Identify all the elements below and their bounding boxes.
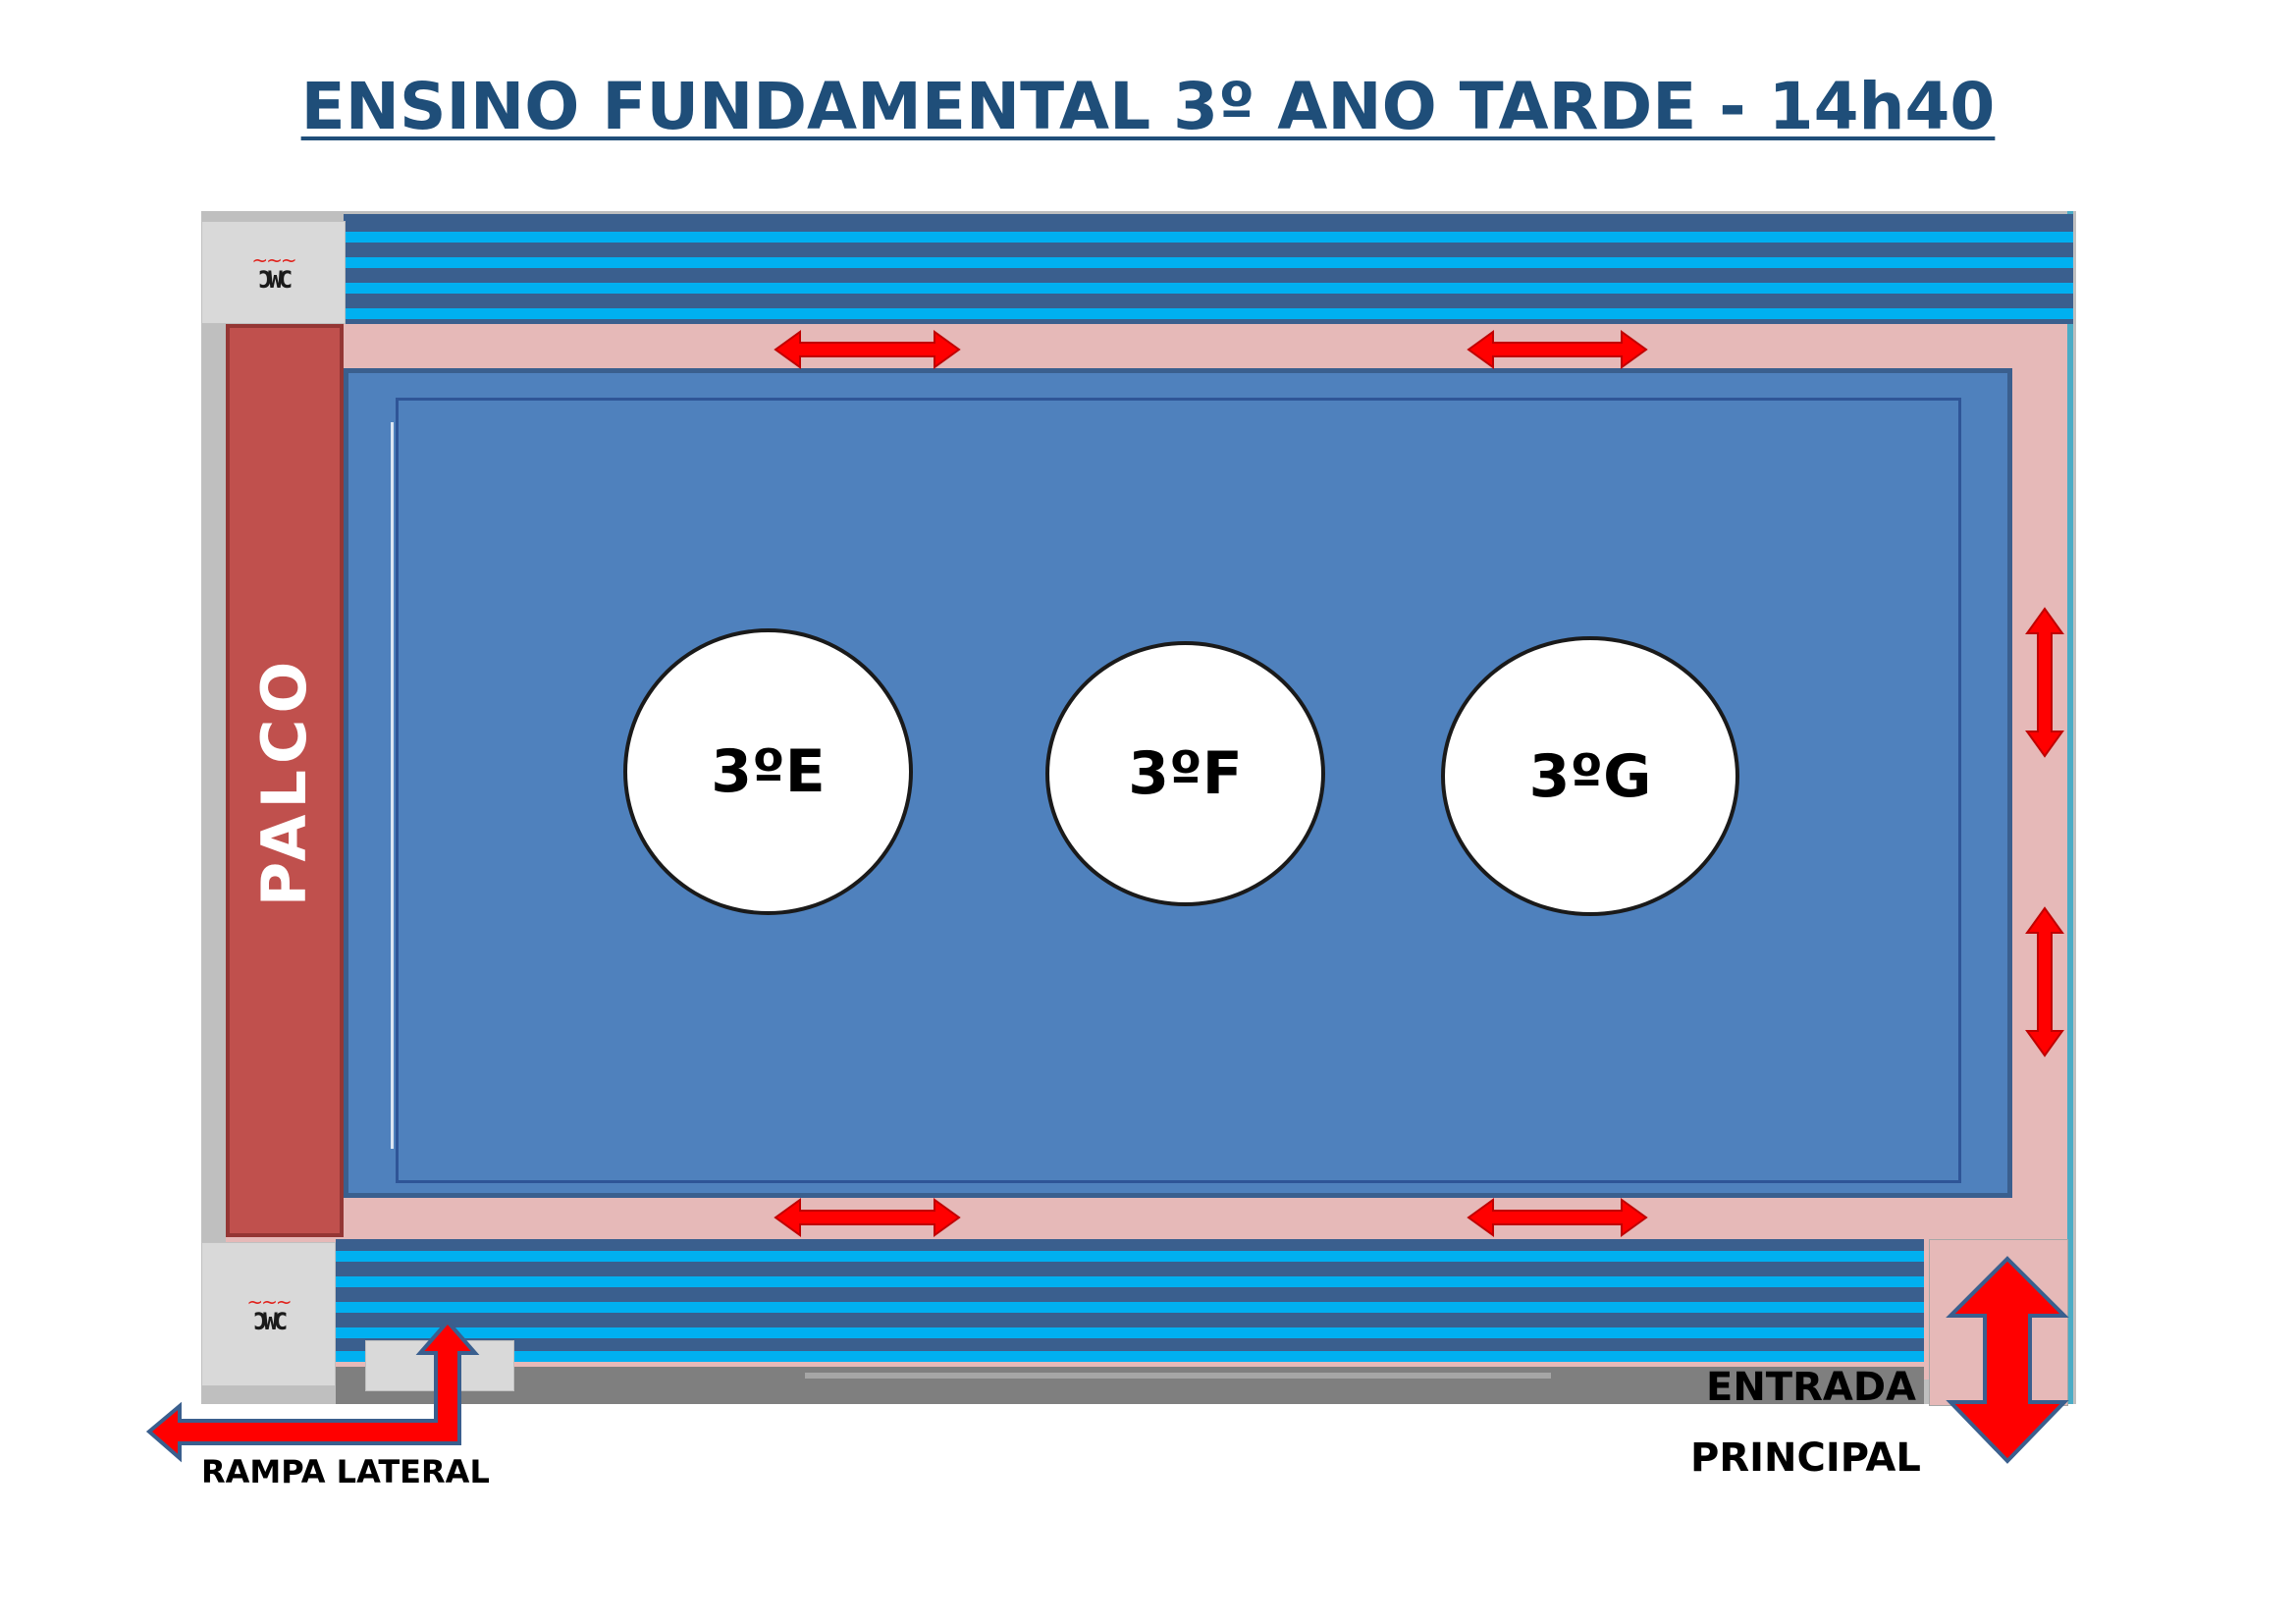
- double-arrow-icon: [145, 1318, 480, 1463]
- court-left-line: [391, 422, 394, 1149]
- double-arrow-icon: [2025, 906, 2064, 1057]
- right-edge: [2067, 211, 2073, 1404]
- stage: PALCO: [226, 324, 344, 1237]
- restroom-top-label: ƆWC: [257, 265, 293, 294]
- page-title-text: ENSINO FUNDAMENTAL 3º ANO TARDE - 14h40: [300, 69, 1996, 144]
- restroom-icon: ~~~: [251, 247, 296, 272]
- double-arrow-icon: [1467, 330, 1648, 369]
- double-arrow-icon: [1467, 1198, 1648, 1237]
- restroom-bottom-label: ƆWC: [252, 1307, 288, 1335]
- group-label: 3ºE: [711, 737, 826, 806]
- double-arrow-icon: [1946, 1256, 2069, 1464]
- group-circle-3f: 3ºF: [1045, 641, 1325, 906]
- bleachers-top: [344, 214, 2073, 324]
- group-label: 3ºG: [1528, 741, 1652, 811]
- side-ramp-label: RAMPA LATERAL: [201, 1453, 490, 1490]
- group-circle-3e: 3ºE: [623, 628, 913, 915]
- double-arrow-icon: [2025, 607, 2064, 758]
- page-title: ENSINO FUNDAMENTAL 3º ANO TARDE - 14h40: [0, 69, 2296, 144]
- restroom-bottom: ~~~ ƆWC: [201, 1242, 336, 1386]
- bleachers-bottom: [336, 1239, 1924, 1362]
- court-inner: [396, 398, 1961, 1183]
- double-arrow-icon: [774, 330, 961, 369]
- double-arrow-icon: [774, 1198, 961, 1237]
- bottom-strip-light: [805, 1373, 1551, 1379]
- group-label: 3ºF: [1128, 739, 1243, 808]
- group-circle-3g: 3ºG: [1441, 636, 1739, 916]
- main-entrance-label-line2: PRINCIPAL: [1690, 1435, 1921, 1481]
- restroom-icon: ~~~: [246, 1289, 292, 1314]
- restroom-top: ~~~ ƆWC: [201, 221, 346, 324]
- main-entrance-label-line1: ENTRADA: [1706, 1365, 1917, 1410]
